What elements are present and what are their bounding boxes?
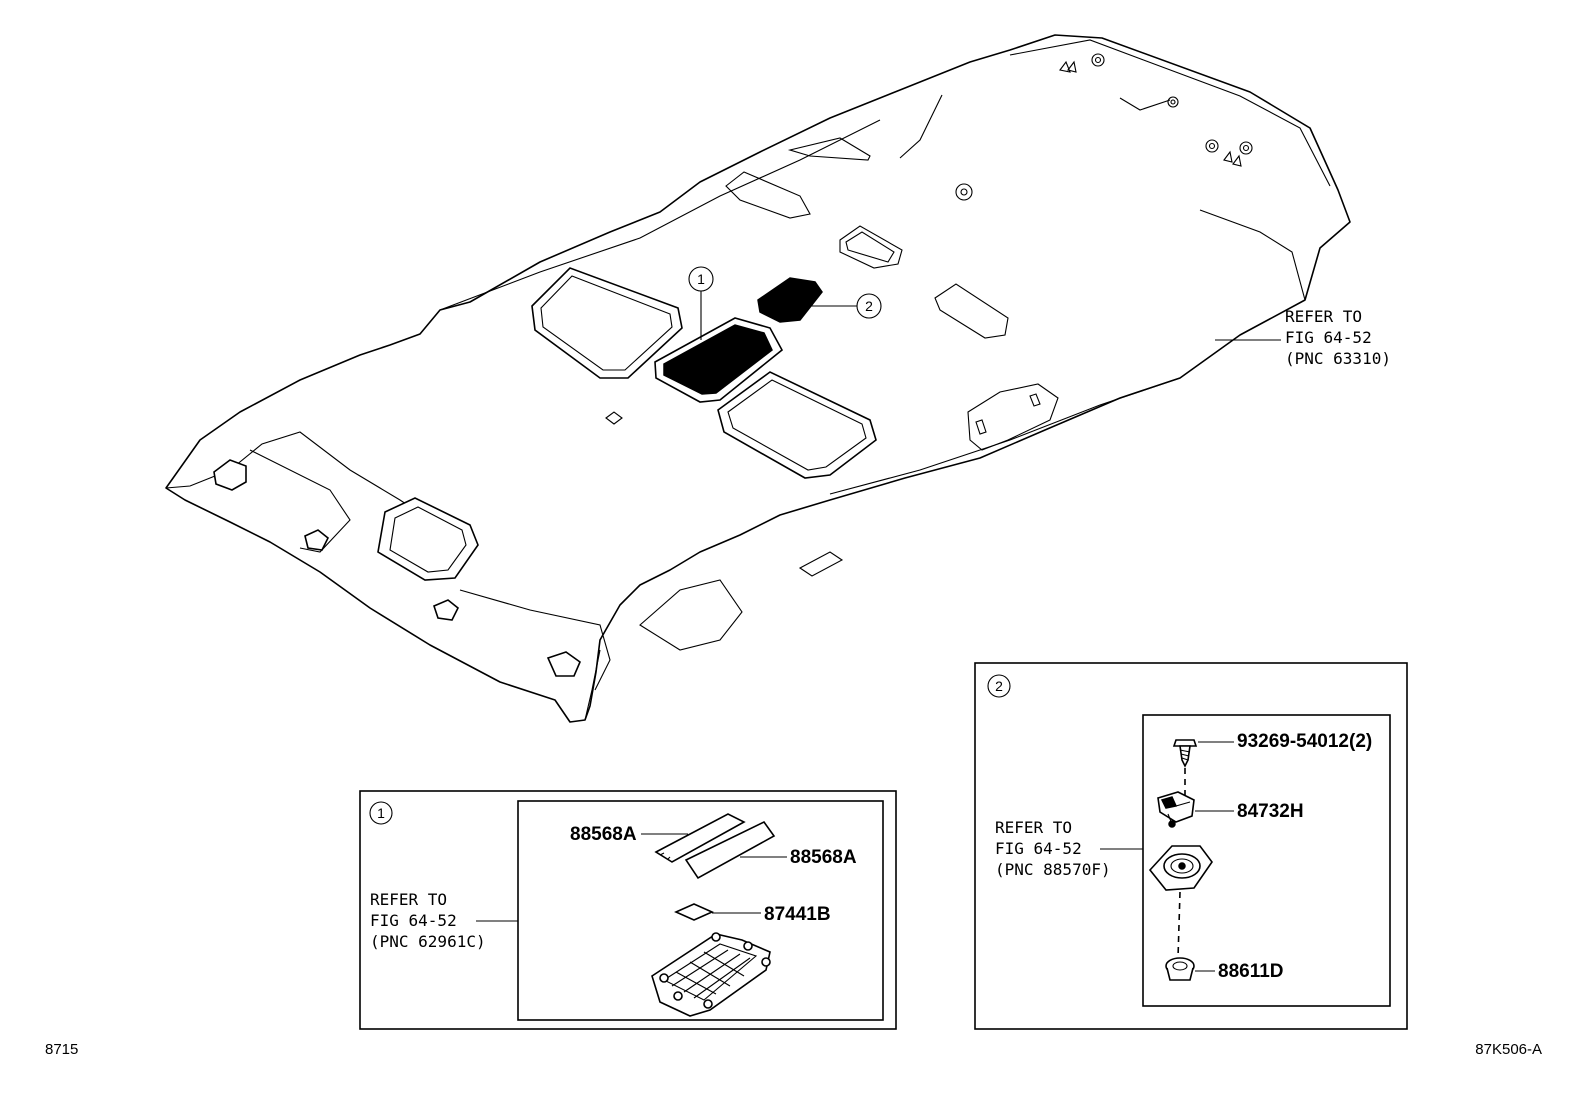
label-88611d: 88611D (1195, 961, 1284, 982)
detail-2-refer-note: REFER TO FIG 64-52 (PNC 88570F) (995, 818, 1143, 879)
svg-text:88568A: 88568A (790, 847, 857, 868)
svg-text:93269-54012(2): 93269-54012(2) (1237, 731, 1372, 752)
svg-text:REFER TO: REFER TO (995, 818, 1072, 837)
pad-88568a-upper-shape (654, 813, 746, 863)
svg-text:FIG 64-52: FIG 64-52 (995, 839, 1082, 858)
svg-text:REFER TO: REFER TO (370, 890, 447, 909)
detail-2-panel: 2 REFER TO FIG 64-52 (PNC 88570F) (974, 662, 1408, 1030)
svg-text:88568A: 88568A (570, 824, 637, 845)
svg-text:FIG 64-52: FIG 64-52 (1285, 328, 1372, 347)
main-refer-note: REFER TO FIG 64-52 (PNC 63310) (1215, 307, 1391, 368)
svg-text:88611D: 88611D (1218, 961, 1284, 982)
svg-text:1: 1 (377, 805, 385, 821)
svg-text:(PNC 62961C): (PNC 62961C) (370, 932, 486, 951)
label-88568a-upper: 88568A (570, 824, 688, 845)
svg-text:1: 1 (697, 271, 705, 287)
bracket-84732h-shape (1157, 791, 1195, 828)
base-plate-shape (1148, 845, 1213, 891)
pad-88568a-lower-shape (684, 820, 776, 880)
overhead-net-shape (651, 932, 771, 1017)
detail-1-refer-note: REFER TO FIG 64-52 (PNC 62961C) (370, 890, 518, 951)
roof-headlining-illustration (165, 34, 1351, 723)
svg-text:(PNC 63310): (PNC 63310) (1285, 349, 1391, 368)
callout-2-marker: 2 (806, 293, 882, 319)
label-84732h: 84732H (1195, 801, 1304, 822)
clip-88611d-shape (1165, 957, 1195, 981)
svg-text:(PNC 88570F): (PNC 88570F) (995, 860, 1111, 879)
svg-text:2: 2 (865, 298, 873, 314)
svg-text:REFER TO: REFER TO (1285, 307, 1362, 326)
detail-1-panel: 1 REFER TO FIG 64-52 (PNC 62961C) 8856 (359, 790, 897, 1030)
label-88568a-lower: 88568A (740, 847, 857, 868)
svg-text:2: 2 (995, 678, 1003, 694)
footer-right-code: 87K506-A (1475, 1041, 1542, 1058)
footer-left-code: 8715 (45, 1041, 78, 1058)
label-93269-54012: 93269-54012(2) (1198, 731, 1372, 752)
svg-text:FIG 64-52: FIG 64-52 (370, 911, 457, 930)
svg-text:87441B: 87441B (764, 904, 831, 925)
label-87441b: 87441B (712, 904, 831, 925)
callout-1-marker: 1 (688, 266, 714, 340)
screw-93269-shape (1172, 739, 1198, 768)
tape-87441b-shape (674, 903, 714, 921)
svg-text:84732H: 84732H (1237, 801, 1304, 822)
